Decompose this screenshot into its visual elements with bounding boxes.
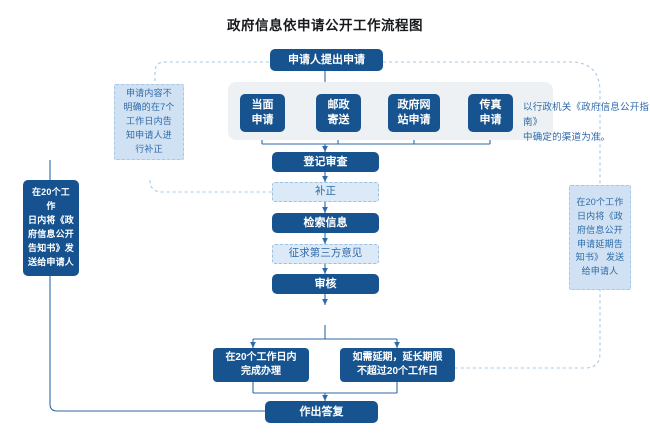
node-third-party-opinion[interactable]: 征求第三方意见 <box>272 244 379 264</box>
node-registration-review-label: 登记审查 <box>303 155 348 168</box>
node-registration-review[interactable]: 登记审查 <box>272 152 379 172</box>
note-correction: 申请内容不 明确的在7个 工作日内告 知申请人进 行补正 <box>114 84 184 160</box>
methods-note-text: 以行政机关《政府信息公开指南》 中确定的渠道为准。 <box>523 102 650 144</box>
node-correction-label: 补正 <box>315 185 336 198</box>
note-left-disclosure-notice: 在20个工作 日内将《政 府信息公开 告知书》发 送给申请人 <box>23 180 79 276</box>
node-start[interactable]: 申请人提出申请 <box>270 49 383 71</box>
node-method-website-label: 政府网 站申请 <box>397 99 431 126</box>
note-right-extension-notice: 在20个工作 日内将《政 府信息公开 申请延期告 知书》 发送 给申请人 <box>569 185 631 290</box>
node-method-fax-label: 传真 申请 <box>479 99 502 126</box>
node-search-information-label: 检索信息 <box>303 216 348 229</box>
node-method-in-person-label: 当面 申请 <box>251 99 274 126</box>
node-method-postal-label: 邮政 寄送 <box>327 99 350 126</box>
node-third-party-opinion-label: 征求第三方意见 <box>288 247 363 260</box>
node-audit-label: 审核 <box>314 277 337 290</box>
page-title: 政府信息依申请公开工作流程图 <box>227 18 423 33</box>
node-branch-extension[interactable]: 如需延期，延长期限 不超过20个工作日 <box>340 348 455 382</box>
node-method-in-person[interactable]: 当面 申请 <box>240 94 285 132</box>
node-branch-extension-label: 如需延期，延长期限 不超过20个工作日 <box>352 351 443 378</box>
node-branch-complete-label: 在20个工作日内 完成办理 <box>225 351 297 378</box>
node-search-information[interactable]: 检索信息 <box>272 213 379 233</box>
node-method-website[interactable]: 政府网 站申请 <box>388 94 440 132</box>
node-method-fax[interactable]: 传真 申请 <box>468 94 513 132</box>
node-reply-label: 作出答复 <box>299 405 344 418</box>
node-correction[interactable]: 补正 <box>272 182 379 202</box>
node-reply[interactable]: 作出答复 <box>265 401 378 423</box>
node-method-postal[interactable]: 邮政 寄送 <box>316 94 361 132</box>
node-branch-complete-in-20-days[interactable]: 在20个工作日内 完成办理 <box>213 348 309 382</box>
node-start-label: 申请人提出申请 <box>288 53 365 66</box>
node-audit[interactable]: 审核 <box>272 274 379 294</box>
